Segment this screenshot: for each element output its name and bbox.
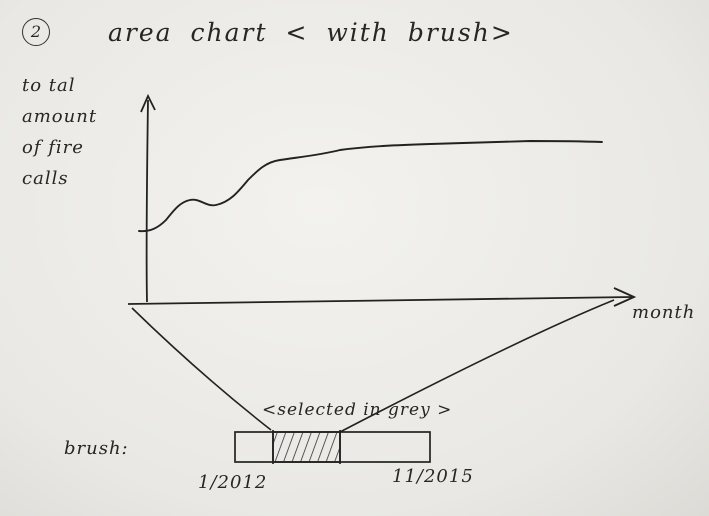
y-axis bbox=[140, 93, 156, 303]
brush-start-label: 1/2012 bbox=[198, 472, 268, 493]
brush-bar[interactable] bbox=[234, 430, 431, 464]
x-axis-label: month bbox=[632, 302, 696, 323]
y-axis-label: to tal amount of fire calls bbox=[22, 75, 98, 189]
brush-label: brush: bbox=[64, 438, 129, 459]
x-axis bbox=[127, 287, 637, 307]
brush-end-label: 11/2015 bbox=[392, 466, 474, 487]
area-line bbox=[138, 140, 603, 233]
brush-selection[interactable] bbox=[272, 431, 341, 463]
sketch-title: area chart < with brush> bbox=[108, 18, 514, 47]
step-number-badge: 2 bbox=[22, 18, 50, 46]
selection-note: <selected in grey > bbox=[262, 400, 453, 420]
zoom-projection-lines bbox=[131, 299, 615, 433]
